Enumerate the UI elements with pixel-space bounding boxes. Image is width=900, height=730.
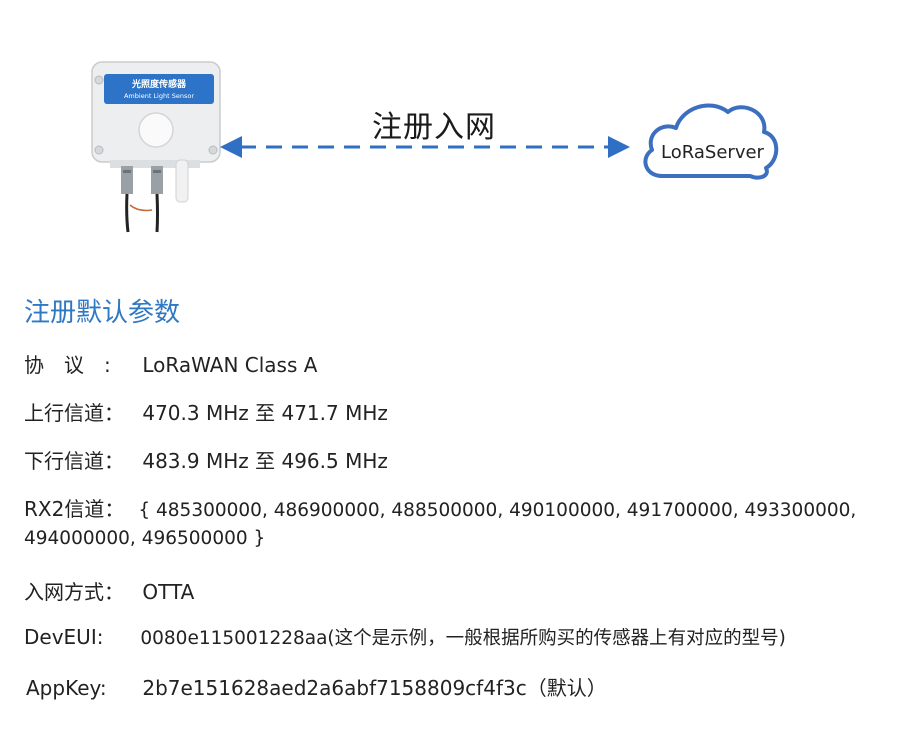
param-join-value: OTTA [142, 580, 195, 604]
param-rx2: RX2信道： { 485300000, 486900000, 488500000… [24, 493, 856, 522]
param-uplink: 上行信道： 470.3 MHz 至 471.7 MHz [24, 397, 388, 426]
arrow-label: 注册入网 [372, 110, 496, 145]
param-protocol: 协 议 : LoRaWAN Class A [24, 349, 317, 378]
cloud-label: LoRaServer [661, 142, 764, 163]
param-appkey: AppKey: 2b7e151628aed2a6abf7158809cf4f3c… [26, 672, 607, 701]
section-title: 注册默认参数 [24, 298, 181, 328]
diagram-graphics [91, 61, 779, 233]
param-deveui: DevEUI: 0080e115001228aa(这个是示例，一般根据所购买的传… [24, 624, 786, 650]
param-protocol-label: 协 议 : [24, 353, 111, 377]
param-appkey-label: AppKey: [26, 676, 107, 700]
param-rx2-value-line1: { 485300000, 486900000, 488500000, 49010… [138, 500, 857, 521]
param-downlink: 下行信道： 483.9 MHz 至 496.5 MHz [24, 445, 388, 474]
param-downlink-label: 下行信道： [24, 449, 124, 473]
param-deveui-value: 0080e115001228aa(这个是示例，一般根据所购买的传感器上有对应的型… [140, 628, 786, 649]
param-uplink-label: 上行信道： [24, 401, 124, 425]
param-downlink-value: 483.9 MHz 至 496.5 MHz [142, 449, 388, 473]
param-deveui-label: DevEUI: [24, 625, 104, 649]
param-join: 入网方式： OTTA [24, 576, 194, 605]
bidirectional-arrow [220, 136, 630, 158]
param-uplink-value: 470.3 MHz 至 471.7 MHz [142, 401, 388, 425]
param-rx2-label: RX2信道： [24, 497, 125, 521]
device-subtitle: Ambient Light Sensor [123, 92, 194, 100]
cloud-icon [643, 103, 779, 180]
param-protocol-value: LoRaWAN Class A [142, 353, 318, 377]
network-diagram: 光照度传感器 Ambient Light Sensor 注册入网 LoRaSer… [0, 0, 900, 270]
param-rx2-value-line2: 494000000, 496500000 } [24, 528, 266, 549]
param-join-label: 入网方式： [24, 580, 124, 604]
sensor-device-image [91, 61, 221, 233]
device-title: 光照度传感器 [131, 80, 186, 90]
param-appkey-value: 2b7e151628aed2a6abf7158809cf4f3c（默认） [142, 676, 607, 700]
